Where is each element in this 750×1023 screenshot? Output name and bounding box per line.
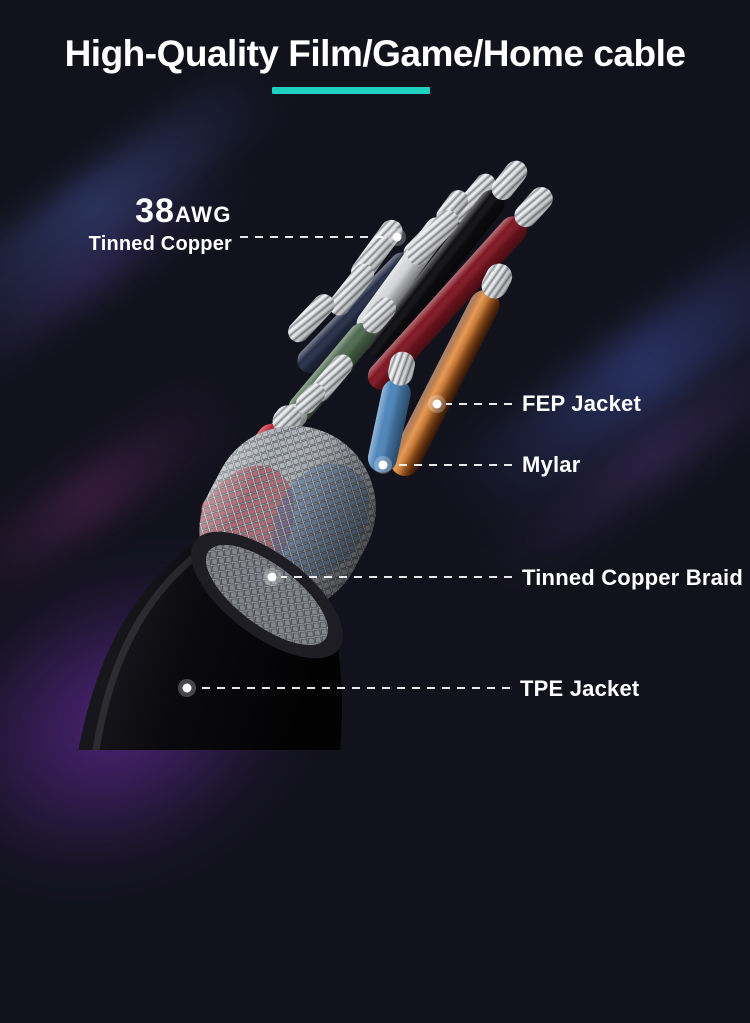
awg-material: Tinned Copper xyxy=(88,232,232,255)
callout-label-mylar: Mylar xyxy=(522,452,581,477)
title-accent-underline xyxy=(272,87,430,94)
product-infographic: { "title": "High-Quality Film/Game/Home … xyxy=(0,33,750,1023)
callout-dots xyxy=(178,228,446,697)
awg-unit: AWG xyxy=(174,202,232,227)
cable-cutaway-illustration xyxy=(78,160,553,750)
callout-label-tpe: TPE Jacket xyxy=(520,676,640,701)
cable-wire xyxy=(367,187,553,390)
awg-gauge: 38AWG xyxy=(56,192,232,230)
cable-wire xyxy=(367,351,415,473)
cable-wire xyxy=(329,263,375,316)
cable-wire xyxy=(288,294,335,343)
page-title: High-Quality Film/Game/Home cable xyxy=(64,33,686,74)
callout-label-braid: Tinned Copper Braid xyxy=(522,565,743,590)
dot-fep xyxy=(432,399,442,409)
dot-mylar xyxy=(378,460,388,470)
cable-wire xyxy=(407,210,459,265)
dot-awg xyxy=(392,232,402,242)
callout-label-fep: FEP Jacket xyxy=(522,391,642,416)
cable-wire xyxy=(390,263,513,477)
dot-tpe xyxy=(182,683,192,693)
jacket-cut-face xyxy=(191,531,343,659)
cable-wire xyxy=(367,160,528,359)
awg-callout: 38AWG Tinned Copper xyxy=(56,192,232,255)
dot-braid xyxy=(267,572,277,582)
jacket-highlight xyxy=(92,549,203,750)
tpe-jacket xyxy=(78,531,343,750)
leader-lines xyxy=(196,236,512,689)
awg-value: 38 xyxy=(135,192,175,230)
